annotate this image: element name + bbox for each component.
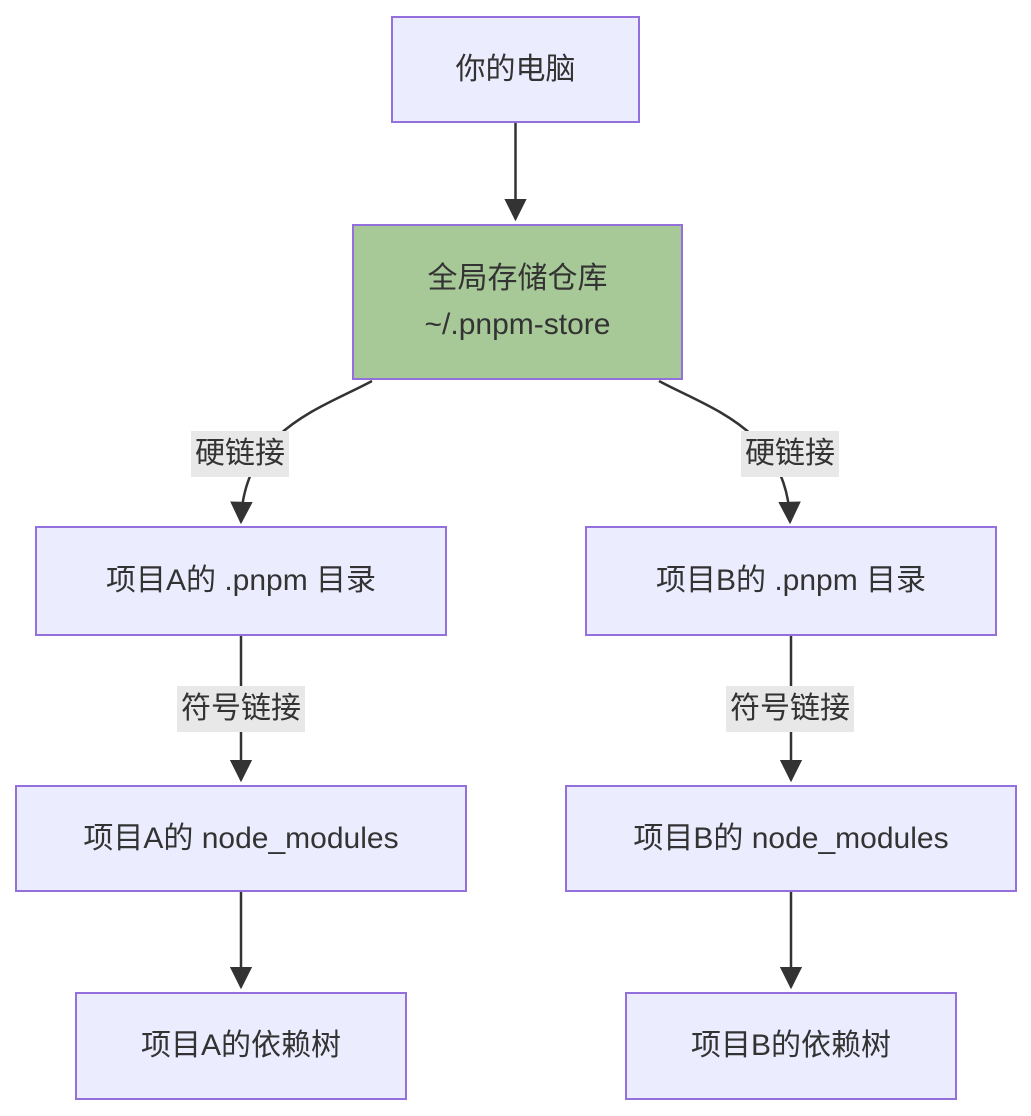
node-project-b-node-modules-label: 项目B的 node_modules	[633, 821, 949, 855]
node-project-a-pnpm-dir: 项目A的 .pnpm 目录	[35, 526, 447, 636]
node-your-computer-label: 你的电脑	[455, 52, 576, 86]
node-project-a-pnpm-dir-label: 项目A的 .pnpm 目录	[105, 564, 377, 597]
node-global-store-title: 全局存储仓库	[427, 262, 608, 295]
edge-label-hardlink-right: 硬链接	[741, 431, 839, 477]
node-project-b-dependency-tree-label: 项目B的依赖树	[690, 1029, 891, 1062]
edge-label-hardlink-left: 硬链接	[191, 431, 289, 477]
node-global-store: 全局存储仓库 ~/.pnpm-store	[352, 224, 683, 380]
node-project-b-dependency-tree: 项目B的依赖树	[625, 992, 957, 1100]
node-project-b-node-modules: 项目B的 node_modules	[565, 785, 1017, 892]
edge-label-symlink-left: 符号链接	[177, 686, 305, 732]
node-global-store-path: ~/.pnpm-store	[424, 308, 611, 341]
node-your-computer: 你的电脑	[391, 16, 640, 123]
node-project-a-dependency-tree: 项目A的依赖树	[75, 992, 407, 1100]
edge-store-to-pnpm-a	[230, 379, 373, 525]
node-project-a-dependency-tree-label: 项目A的依赖树	[140, 1029, 341, 1062]
node-project-a-node-modules: 项目A的 node_modules	[15, 785, 467, 892]
node-project-b-pnpm-dir: 项目B的 .pnpm 目录	[585, 526, 997, 636]
node-project-b-pnpm-dir-label: 项目B的 .pnpm 目录	[655, 564, 927, 597]
edge-label-symlink-right: 符号链接	[726, 686, 854, 732]
edge-store-to-pnpm-b	[658, 379, 801, 525]
node-project-a-node-modules-label: 项目A的 node_modules	[83, 821, 399, 855]
